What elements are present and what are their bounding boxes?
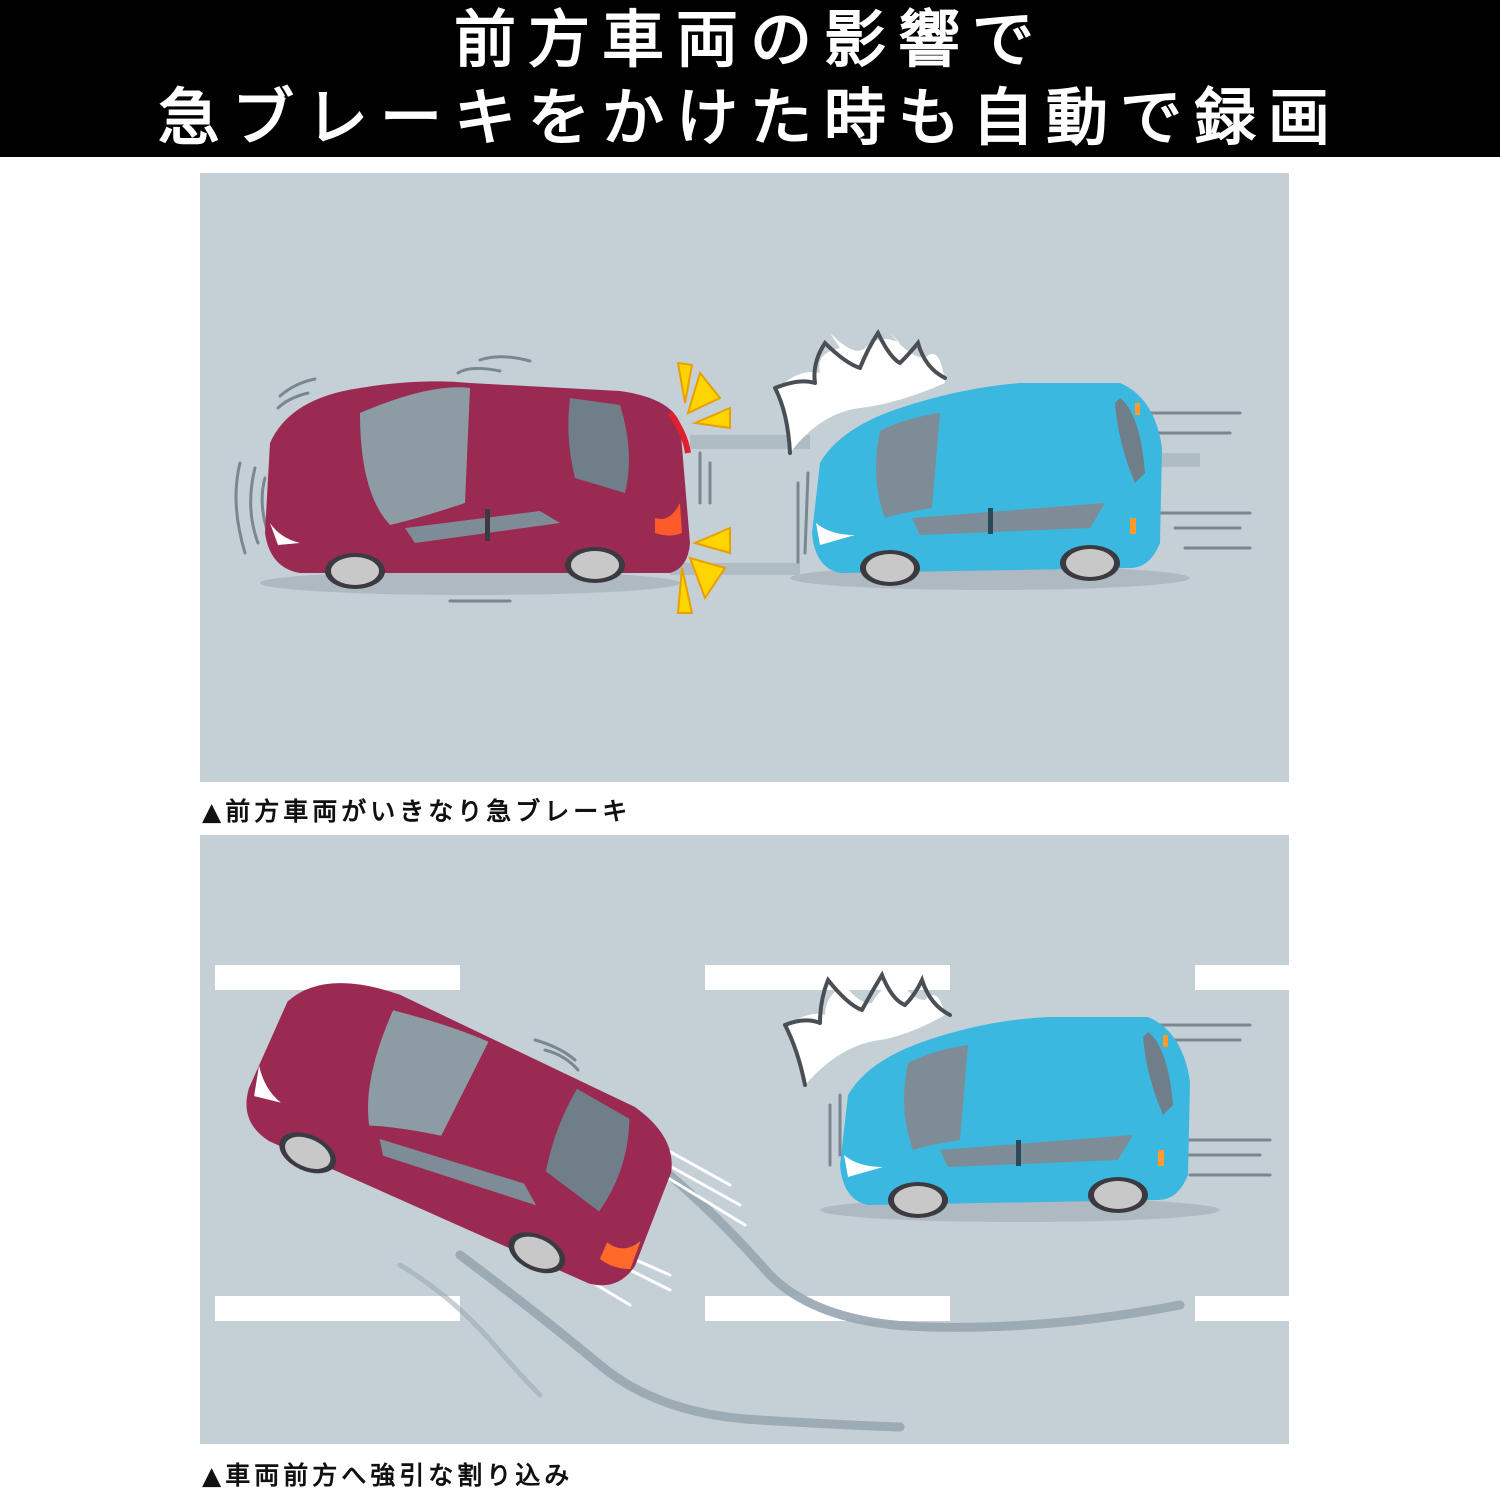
shock-burst-icon xyxy=(783,970,952,1087)
title-banner: 前方車両の影響で 急ブレーキをかけた時も自動で録画 xyxy=(0,0,1500,157)
illustration-forced-cut-in xyxy=(200,835,1289,1444)
title-line-2: 急ブレーキをかけた時も自動で録画 xyxy=(157,80,1342,154)
sudden-brake-scene xyxy=(234,328,1252,614)
caption-sudden-brake: ▲前方車両がいきなり急ブレーキ xyxy=(202,797,632,826)
illustration-sudden-brake xyxy=(200,173,1289,782)
brake-flash-icon xyxy=(676,361,731,614)
skid-marks-icon xyxy=(397,1130,1185,1432)
motion-lines-icon xyxy=(234,355,1252,603)
blue-hatchback-icon xyxy=(790,383,1190,590)
cut-in-scene xyxy=(215,965,1289,1432)
blue-hatchback-icon xyxy=(820,1017,1220,1222)
shock-burst-icon xyxy=(773,328,947,455)
title-line-1: 前方車両の影響で xyxy=(453,2,1046,76)
red-sedan-icon xyxy=(246,983,672,1286)
red-sedan-icon xyxy=(260,381,691,595)
caption-forced-cut-in: ▲車両前方へ強引な割り込み xyxy=(202,1461,574,1490)
